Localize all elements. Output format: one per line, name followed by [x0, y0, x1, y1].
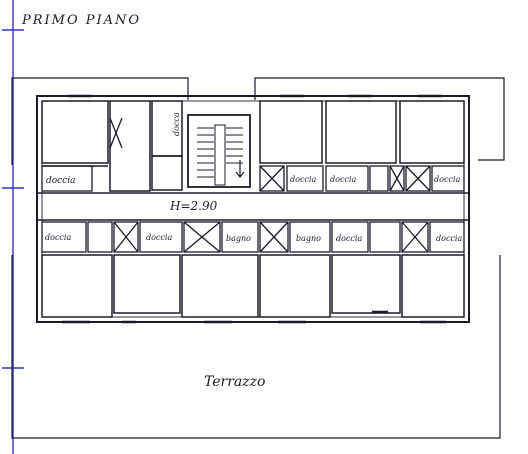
corridor [37, 192, 469, 221]
staircase [187, 114, 251, 188]
label-docca: docca [172, 112, 181, 136]
label-doccia-nw: doccia [46, 176, 76, 186]
window-marks [62, 94, 446, 324]
label-doccia-n3: doccia [434, 175, 460, 184]
label-doccia-s2: doccia [146, 233, 172, 242]
label-doccia-s3: doccia [336, 234, 362, 243]
floor-title: PRIMO PIANO [22, 13, 142, 28]
south-bathrooms [41, 221, 465, 253]
terrace-label: Terrazzo [204, 374, 265, 390]
margin-line [2, 0, 24, 454]
label-doccia-n1: doccia [290, 175, 316, 184]
ceiling-height-label: H=2.90 [169, 199, 218, 213]
north-rooms [41, 100, 465, 192]
label-bagno-2: bagno [296, 234, 321, 243]
south-rooms [41, 254, 465, 318]
building-walls [36, 95, 470, 323]
room-labels: doccia docca doccia doccia doccia doccia… [45, 112, 462, 390]
terrace-outline [11, 77, 505, 439]
label-doccia-s4: doccia [436, 234, 462, 243]
label-doccia-n2: doccia [330, 175, 356, 184]
north-bathrooms [41, 117, 465, 192]
label-doccia-s1: doccia [45, 233, 71, 242]
label-bagno-1: bagno [226, 234, 251, 243]
